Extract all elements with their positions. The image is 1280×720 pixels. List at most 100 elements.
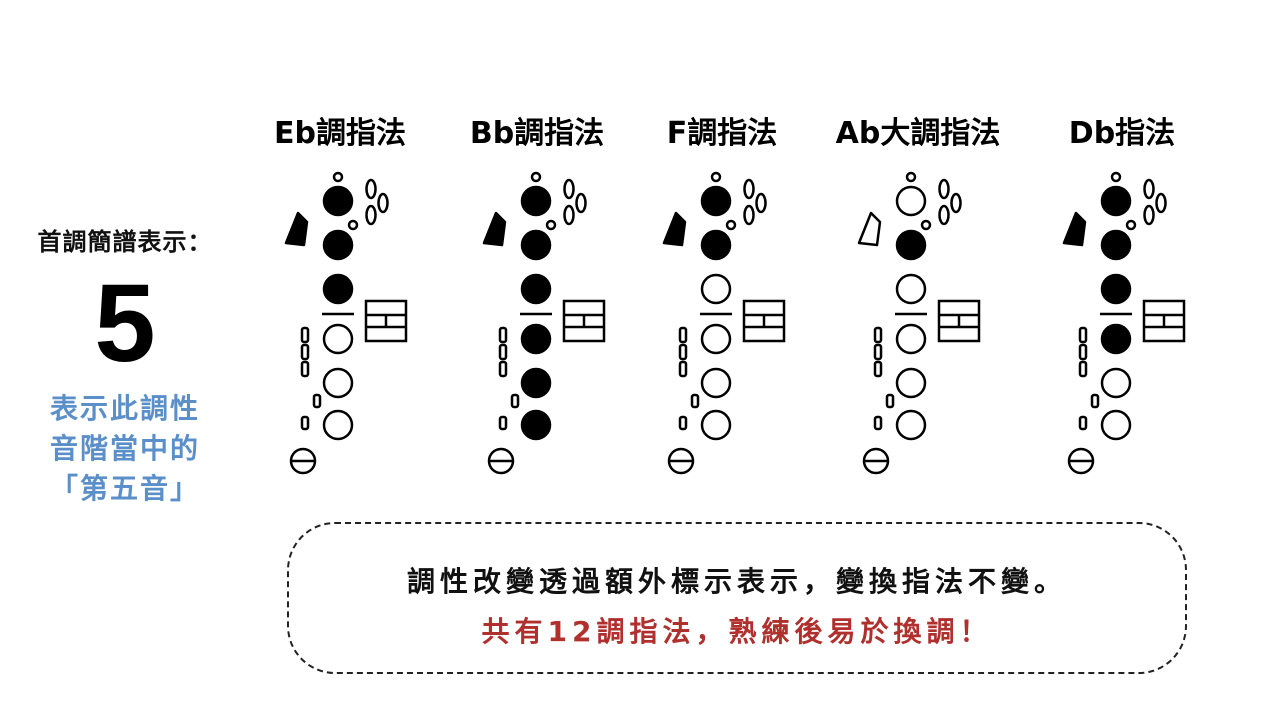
- fingering-chart-bb: [478, 165, 618, 485]
- tone-hole-key: [1100, 323, 1132, 355]
- small-rect-key: [678, 343, 688, 361]
- fingering-title-f: F調指法: [666, 116, 778, 151]
- fingering-title-bb: Bb調指法: [469, 116, 605, 151]
- fingering-title-db: Db指法: [1068, 116, 1176, 151]
- small-side-key: [545, 219, 557, 231]
- fingering-chart-ab: [853, 165, 993, 485]
- tone-hole-key: [1100, 185, 1132, 217]
- left-panel: 首調簡譜表示： 5 表示此調性 音階當中的 「第五音」: [20, 222, 230, 509]
- small-rect-key: [1078, 326, 1088, 344]
- small-rect-key: [312, 393, 322, 409]
- tone-hole-key: [322, 409, 354, 441]
- small-top-key: [530, 171, 542, 183]
- fingering-chart-eb: [280, 165, 420, 485]
- fingering-chart-f: [658, 165, 798, 485]
- tone-hole-key: [322, 229, 354, 261]
- tone-hole-key: [520, 229, 552, 261]
- left-note: 表示此調性 音階當中的 「第五音」: [20, 389, 230, 509]
- small-rect-key: [510, 393, 520, 409]
- palm-key-oval: [755, 192, 767, 214]
- small-top-key: [1110, 171, 1122, 183]
- small-rect-key: [1078, 360, 1088, 378]
- fingering-svg: [1062, 171, 1186, 475]
- small-rect-key: [300, 343, 310, 361]
- palm-key-oval: [365, 204, 377, 226]
- key-number: 5: [94, 262, 156, 385]
- small-rect-key: [300, 326, 310, 344]
- palm-key-oval: [938, 204, 950, 226]
- small-rect-key: [873, 326, 883, 344]
- tone-hole-key: [1100, 273, 1132, 305]
- tone-hole-key: [700, 367, 732, 399]
- small-rect-key: [885, 393, 895, 409]
- palm-key-oval: [950, 192, 962, 214]
- fingering-svg: [284, 171, 408, 475]
- tone-hole-key: [895, 409, 927, 441]
- small-rect-key: [300, 415, 310, 431]
- tone-hole-key: [322, 323, 354, 355]
- tone-hole-key: [700, 229, 732, 261]
- small-rect-key: [498, 343, 508, 361]
- tone-hole-key: [520, 409, 552, 441]
- tone-hole-key: [700, 273, 732, 305]
- left-note-line: 「第五音」: [49, 472, 200, 505]
- left-note-line: 表示此調性: [49, 392, 200, 425]
- tone-hole-key: [322, 367, 354, 399]
- small-rect-key: [873, 360, 883, 378]
- small-rect-key: [690, 393, 700, 409]
- tone-hole-key: [895, 229, 927, 261]
- small-rect-key: [300, 360, 310, 378]
- tone-hole-key: [895, 185, 927, 217]
- palm-key-oval: [743, 204, 755, 226]
- palm-key-oval: [938, 178, 950, 200]
- tone-hole-key: [322, 185, 354, 217]
- octave-key-icon: [857, 211, 882, 247]
- fingering-chart-db: [1058, 165, 1198, 485]
- tone-hole-key: [895, 323, 927, 355]
- octave-key-icon: [662, 211, 687, 247]
- palm-key-oval: [575, 192, 587, 214]
- palm-key-oval: [563, 178, 575, 200]
- small-rect-key: [873, 415, 883, 431]
- palm-key-oval: [377, 192, 389, 214]
- small-top-key: [905, 171, 917, 183]
- fingering-title-eb: Eb調指法: [274, 116, 406, 151]
- left-heading: 首調簡譜表示：: [37, 228, 213, 256]
- small-side-key: [920, 219, 932, 231]
- left-note-line: 音階當中的: [49, 432, 200, 465]
- small-rect-key: [1090, 393, 1100, 409]
- small-rect-key: [498, 326, 508, 344]
- tone-hole-key: [895, 367, 927, 399]
- tone-hole-key: [520, 185, 552, 217]
- palm-key-oval: [743, 178, 755, 200]
- octave-key-icon: [482, 211, 507, 247]
- small-rect-key: [873, 343, 883, 361]
- tone-hole-key: [1100, 409, 1132, 441]
- tone-hole-key: [520, 367, 552, 399]
- small-side-key: [725, 219, 737, 231]
- callout-line2: 共有12調指法，熟練後易於換調！: [481, 615, 993, 648]
- small-rect-key: [498, 360, 508, 378]
- small-rect-key: [1078, 415, 1088, 431]
- tone-hole-key: [895, 273, 927, 305]
- tone-hole-key: [700, 409, 732, 441]
- tone-hole-key: [700, 185, 732, 217]
- callout-line1: 調性改變透過額外標示表示，變換指法不變。: [406, 565, 1067, 598]
- octave-key-icon: [284, 211, 309, 247]
- fingering-svg: [857, 171, 981, 475]
- tone-hole-key: [322, 273, 354, 305]
- small-side-key: [1125, 219, 1137, 231]
- callout-box: 調性改變透過額外標示表示，變換指法不變。 共有12調指法，熟練後易於換調！: [287, 522, 1187, 674]
- tone-hole-key: [1100, 229, 1132, 261]
- palm-key-oval: [1155, 192, 1167, 214]
- palm-key-oval: [1143, 178, 1155, 200]
- small-rect-key: [678, 360, 688, 378]
- palm-key-oval: [1143, 204, 1155, 226]
- small-rect-key: [498, 415, 508, 431]
- fingering-title-ab: Ab大調指法: [835, 116, 1001, 151]
- tone-hole-key: [1100, 367, 1132, 399]
- small-side-key: [347, 219, 359, 231]
- tone-hole-key: [520, 273, 552, 305]
- small-rect-key: [1078, 343, 1088, 361]
- tone-hole-key: [520, 323, 552, 355]
